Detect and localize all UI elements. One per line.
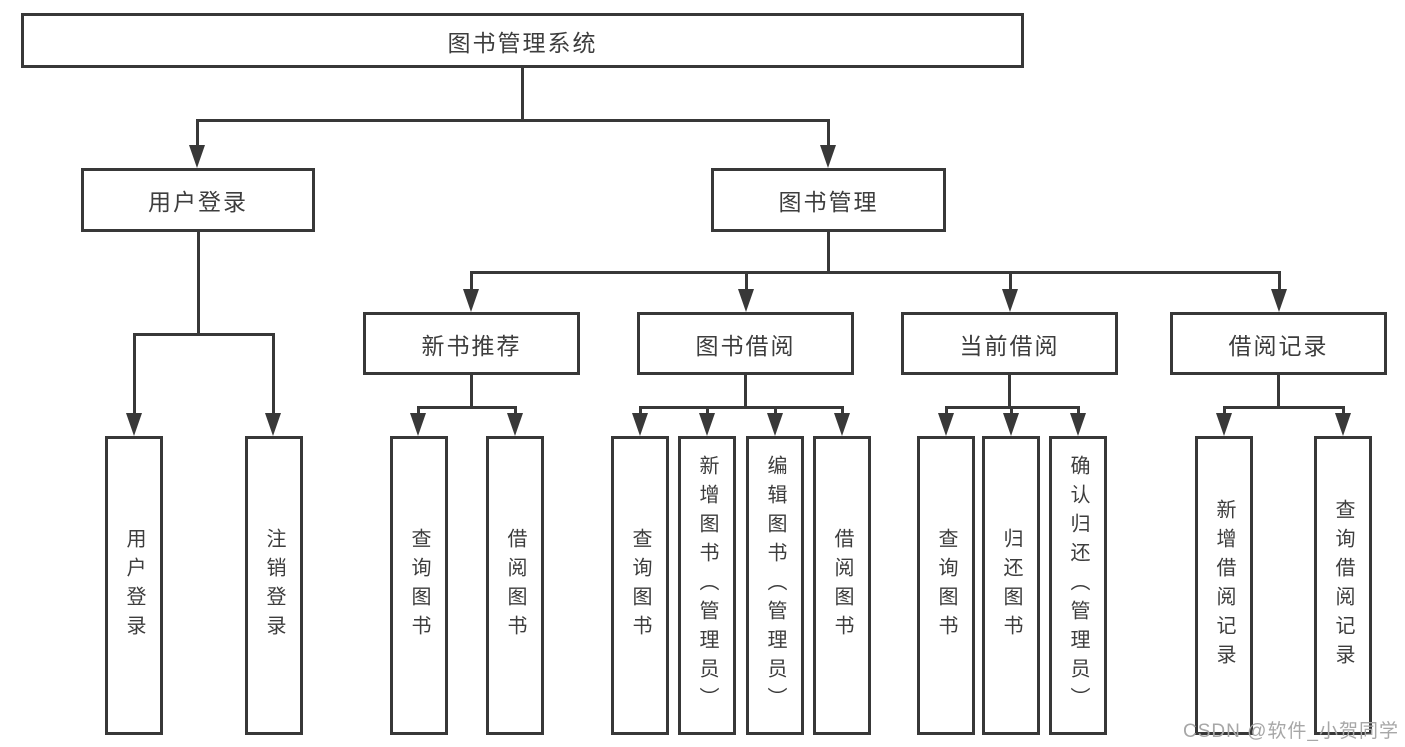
connector-stem — [133, 333, 136, 423]
connector-stem — [196, 119, 199, 155]
connector-stem — [1008, 375, 1011, 409]
node-new-book-recommend: 新书推荐 — [363, 312, 580, 375]
leaf-query-books-label: 查询图书 — [935, 527, 957, 644]
leaf-return-books-label: 归还图书 — [1000, 527, 1022, 644]
node-book-management-label: 图书管理 — [778, 189, 879, 215]
leaf-borrow-books-label: 借阅图书 — [831, 527, 853, 644]
node-book-borrow-label: 图书借阅 — [695, 332, 796, 359]
leaf-edit-books-admin-label: 编辑图书（管理员） — [764, 455, 786, 716]
leaf-query-borrow-record-label: 查询借阅记录 — [1332, 498, 1354, 673]
leaf-add-borrow-record: 新增借阅记录 — [1195, 436, 1253, 735]
leaf-borrow-books-recommend: 借阅图书 — [486, 436, 544, 735]
arrowhead-down-icon — [938, 413, 954, 436]
arrowhead-down-icon — [1002, 289, 1018, 312]
leaf-query-borrow-record: 查询借阅记录 — [1314, 436, 1372, 735]
connector-hline — [1223, 406, 1344, 409]
arrowhead-down-icon — [265, 413, 281, 436]
node-user-login-label: 用户登录 — [148, 189, 248, 215]
connector-hline — [470, 271, 1281, 274]
arrowhead-down-icon — [1003, 413, 1019, 436]
node-current-borrow: 当前借阅 — [901, 312, 1118, 375]
connector-stem — [1277, 375, 1280, 409]
connector-stem — [470, 375, 473, 409]
leaf-add-books-admin-label: 新增图书（管理员） — [696, 455, 718, 716]
connector-stem — [1278, 271, 1281, 301]
arrowhead-down-icon — [1216, 413, 1232, 436]
node-book-borrow: 图书借阅 — [637, 312, 854, 375]
arrowhead-down-icon — [1335, 413, 1351, 436]
leaf-user-login: 用户登录 — [105, 436, 163, 735]
arrowhead-down-icon — [463, 289, 479, 312]
arrowhead-down-icon — [410, 413, 426, 436]
leaf-query-books-recommend: 查询图书 — [390, 436, 448, 735]
leaf-return-books: 归还图书 — [982, 436, 1040, 735]
leaf-add-books-admin: 新增图书（管理员） — [678, 436, 736, 735]
connector-stem — [745, 271, 748, 301]
node-root-label: 图书管理系统 — [447, 29, 598, 56]
arrowhead-down-icon — [767, 413, 783, 436]
leaf-query-books-label: 查询图书 — [629, 527, 651, 644]
connector-hline — [133, 333, 275, 336]
node-current-borrow-label: 当前借阅 — [959, 332, 1060, 359]
arrowhead-down-icon — [507, 413, 523, 436]
arrowhead-down-icon — [1070, 413, 1086, 436]
connector-stem — [272, 333, 275, 423]
leaf-logout: 注销登录 — [245, 436, 303, 735]
connector-stem — [470, 271, 473, 301]
connector-root-stem — [521, 67, 524, 121]
arrowhead-down-icon — [834, 413, 850, 436]
node-borrow-records-label: 借阅记录 — [1228, 332, 1329, 359]
arrowhead-down-icon — [632, 413, 648, 436]
connector-hline — [417, 406, 516, 409]
leaf-edit-books-admin: 编辑图书（管理员） — [746, 436, 804, 735]
arrowhead-down-icon — [1271, 289, 1287, 312]
connector-stem — [827, 232, 830, 274]
leaf-logout-label: 注销登录 — [263, 527, 285, 644]
connector-root-hline — [196, 119, 830, 122]
node-new-book-recommend-label: 新书推荐 — [421, 332, 522, 359]
connector-hline — [639, 406, 843, 409]
node-book-management: 图书管理 — [711, 168, 946, 232]
arrowhead-down-icon — [699, 413, 715, 436]
leaf-borrow-books: 借阅图书 — [813, 436, 871, 735]
arrowhead-down-icon — [820, 145, 836, 168]
leaf-user-login-label: 用户登录 — [123, 527, 145, 644]
leaf-query-books-borrow: 查询图书 — [611, 436, 669, 735]
leaf-borrow-books-label: 借阅图书 — [504, 527, 526, 644]
node-borrow-records: 借阅记录 — [1170, 312, 1387, 375]
csdn-watermark: CSDN @软件_小贺同学 — [1183, 721, 1399, 742]
leaf-confirm-return-admin-label: 确认归还（管理员） — [1067, 455, 1089, 716]
node-user-login: 用户登录 — [81, 168, 315, 232]
leaf-confirm-return-admin: 确认归还（管理员） — [1049, 436, 1107, 735]
arrowhead-down-icon — [738, 289, 754, 312]
connector-stem — [197, 232, 200, 336]
leaf-add-borrow-record-label: 新增借阅记录 — [1213, 498, 1235, 673]
leaf-query-books-current: 查询图书 — [917, 436, 975, 735]
arrowhead-down-icon — [189, 145, 205, 168]
node-root: 图书管理系统 — [21, 13, 1024, 68]
connector-stem — [827, 119, 830, 155]
connector-stem — [1009, 271, 1012, 301]
arrowhead-down-icon — [126, 413, 142, 436]
leaf-query-books-label: 查询图书 — [408, 527, 430, 644]
connector-stem — [744, 375, 747, 409]
